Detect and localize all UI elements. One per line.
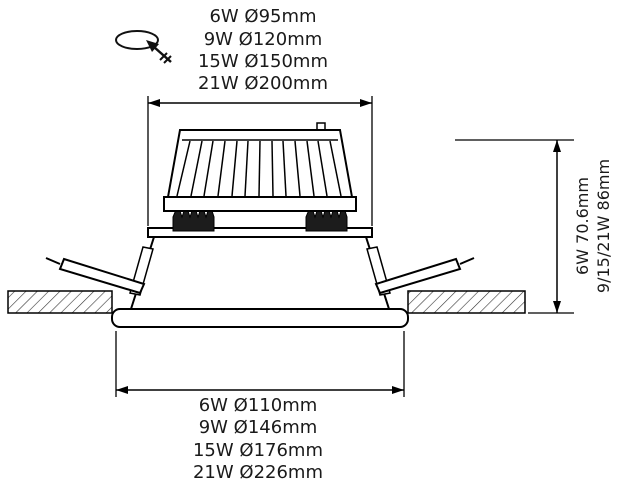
trim-flange — [111, 308, 409, 328]
bottom-dimension-labels: 6W Ø110mm 9W Ø146mm 15W Ø176mm 21W Ø226m… — [193, 395, 323, 483]
top-dim-label-15w: 15W Ø150mm — [198, 51, 328, 72]
heatsink — [163, 122, 357, 212]
top-dimension-labels: 6W Ø95mm 9W Ø120mm 15W Ø150mm 21W Ø200mm — [198, 6, 328, 94]
bottom-dim-label-15w: 15W Ø176mm — [193, 440, 323, 461]
arrowhead-right — [360, 99, 372, 107]
height-dimension-labels: 6W 70.6mm 9/15/21W 86mm — [573, 159, 613, 293]
height-label-9-15-21w: 9/15/21W 86mm — [594, 159, 613, 293]
bottom-dim-label-21w: 21W Ø226mm — [193, 462, 323, 483]
ceiling-right — [407, 290, 526, 314]
arrowhead-down — [553, 301, 561, 313]
heatsink-nub — [316, 122, 326, 131]
arrowhead-right — [392, 386, 404, 394]
top-dim-label-21w: 21W Ø200mm — [198, 73, 328, 94]
bottom-dim-label-9w: 9W Ø146mm — [199, 417, 318, 438]
bottom-dimension-line — [115, 331, 405, 397]
body-cone — [129, 236, 391, 310]
height-dimension-line — [455, 139, 574, 314]
bottom-dim-label-6w: 6W Ø110mm — [199, 395, 318, 416]
ceiling-section — [7, 290, 526, 314]
spring-arm-left — [45, 257, 146, 295]
arrowhead-left — [116, 386, 128, 394]
arrowhead-up — [553, 140, 561, 152]
top-dimension-line — [147, 96, 373, 226]
mounting-rim — [147, 227, 373, 238]
spring-arm-right — [374, 257, 475, 295]
heatsink-base-band — [163, 196, 357, 212]
ceiling-left — [7, 290, 113, 314]
top-dim-label-9w: 9W Ø120mm — [204, 29, 323, 50]
height-label-6w: 6W 70.6mm — [573, 177, 592, 275]
hole-cutout-icon — [115, 30, 172, 64]
heatsink-fins — [176, 140, 342, 197]
top-dim-label-6w: 6W Ø95mm — [209, 6, 316, 27]
arrowhead-left — [148, 99, 160, 107]
